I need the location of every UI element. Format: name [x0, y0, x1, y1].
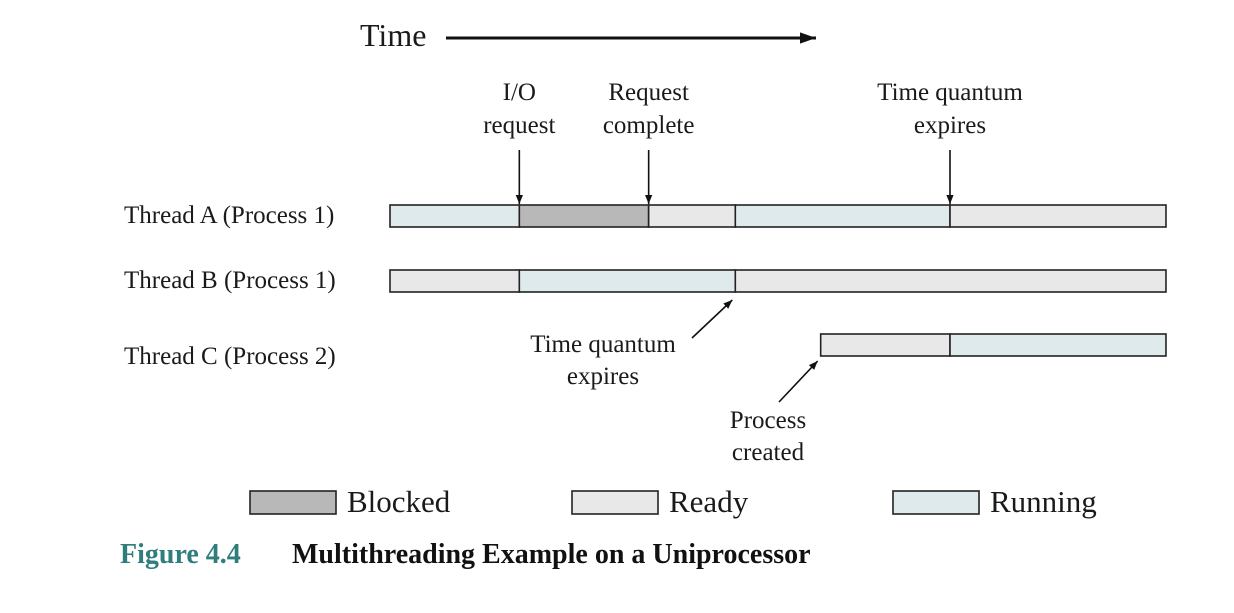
note-label: expires [567, 363, 639, 390]
figure-number: Figure 4.4 [120, 539, 241, 570]
legend-label: Ready [669, 484, 749, 519]
event-annotations: I/O request Request complete Time quantum exp… [483, 79, 1023, 204]
event-annotation: Time quantum expires [877, 79, 1023, 204]
time-label: Time [360, 17, 426, 53]
segment-running [389, 204, 521, 228]
legend-swatch [249, 490, 337, 515]
segment-running [518, 269, 737, 293]
segment-ready [647, 204, 737, 228]
event-label: I/O [503, 79, 536, 106]
legend-label: Running [990, 484, 1097, 519]
legend: Blocked Ready Running [249, 484, 1097, 519]
segment-ready [819, 333, 951, 357]
event-label: Request [608, 79, 689, 106]
event-label: complete [603, 112, 695, 139]
event-annotation: I/O request [483, 79, 555, 204]
segment-blocked [518, 204, 650, 228]
legend-item-running: Running [892, 484, 1097, 519]
note-label: Time quantum [530, 331, 676, 358]
figure-title: Multithreading Example on a Uniprocessor [292, 539, 811, 570]
legend-label: Blocked [347, 484, 451, 519]
thread-label: Thread B (Process 1) [124, 267, 336, 294]
segment-running [949, 333, 1167, 357]
note-annotation: Time quantum expires [530, 299, 733, 390]
thread-label: Thread C (Process 2) [124, 343, 336, 370]
note-annotation: Process created [730, 360, 819, 466]
event-label: expires [914, 112, 986, 139]
segment-ready [734, 269, 1167, 293]
thread-row: Thread C (Process 2) [124, 333, 1167, 370]
thread-row: Thread A (Process 1) [124, 202, 1167, 229]
event-annotation: Request complete [603, 79, 695, 204]
segment-ready [389, 269, 521, 293]
event-label: request [483, 112, 555, 139]
note-arrow [691, 299, 733, 339]
legend-swatch [892, 490, 980, 515]
segment-ready [949, 204, 1167, 228]
legend-item-blocked: Blocked [249, 484, 451, 519]
legend-swatch [571, 490, 659, 515]
segment-running [734, 204, 951, 228]
thread-timelines: Thread A (Process 1) Thread B (Process 1)… [124, 202, 1167, 370]
legend-item-ready: Ready [571, 484, 749, 519]
note-arrow [778, 360, 819, 403]
note-label: Process [730, 407, 806, 434]
thread-row: Thread B (Process 1) [124, 267, 1167, 294]
thread-label: Thread A (Process 1) [124, 202, 334, 229]
event-label: Time quantum [877, 79, 1023, 106]
note-label: created [732, 439, 805, 466]
